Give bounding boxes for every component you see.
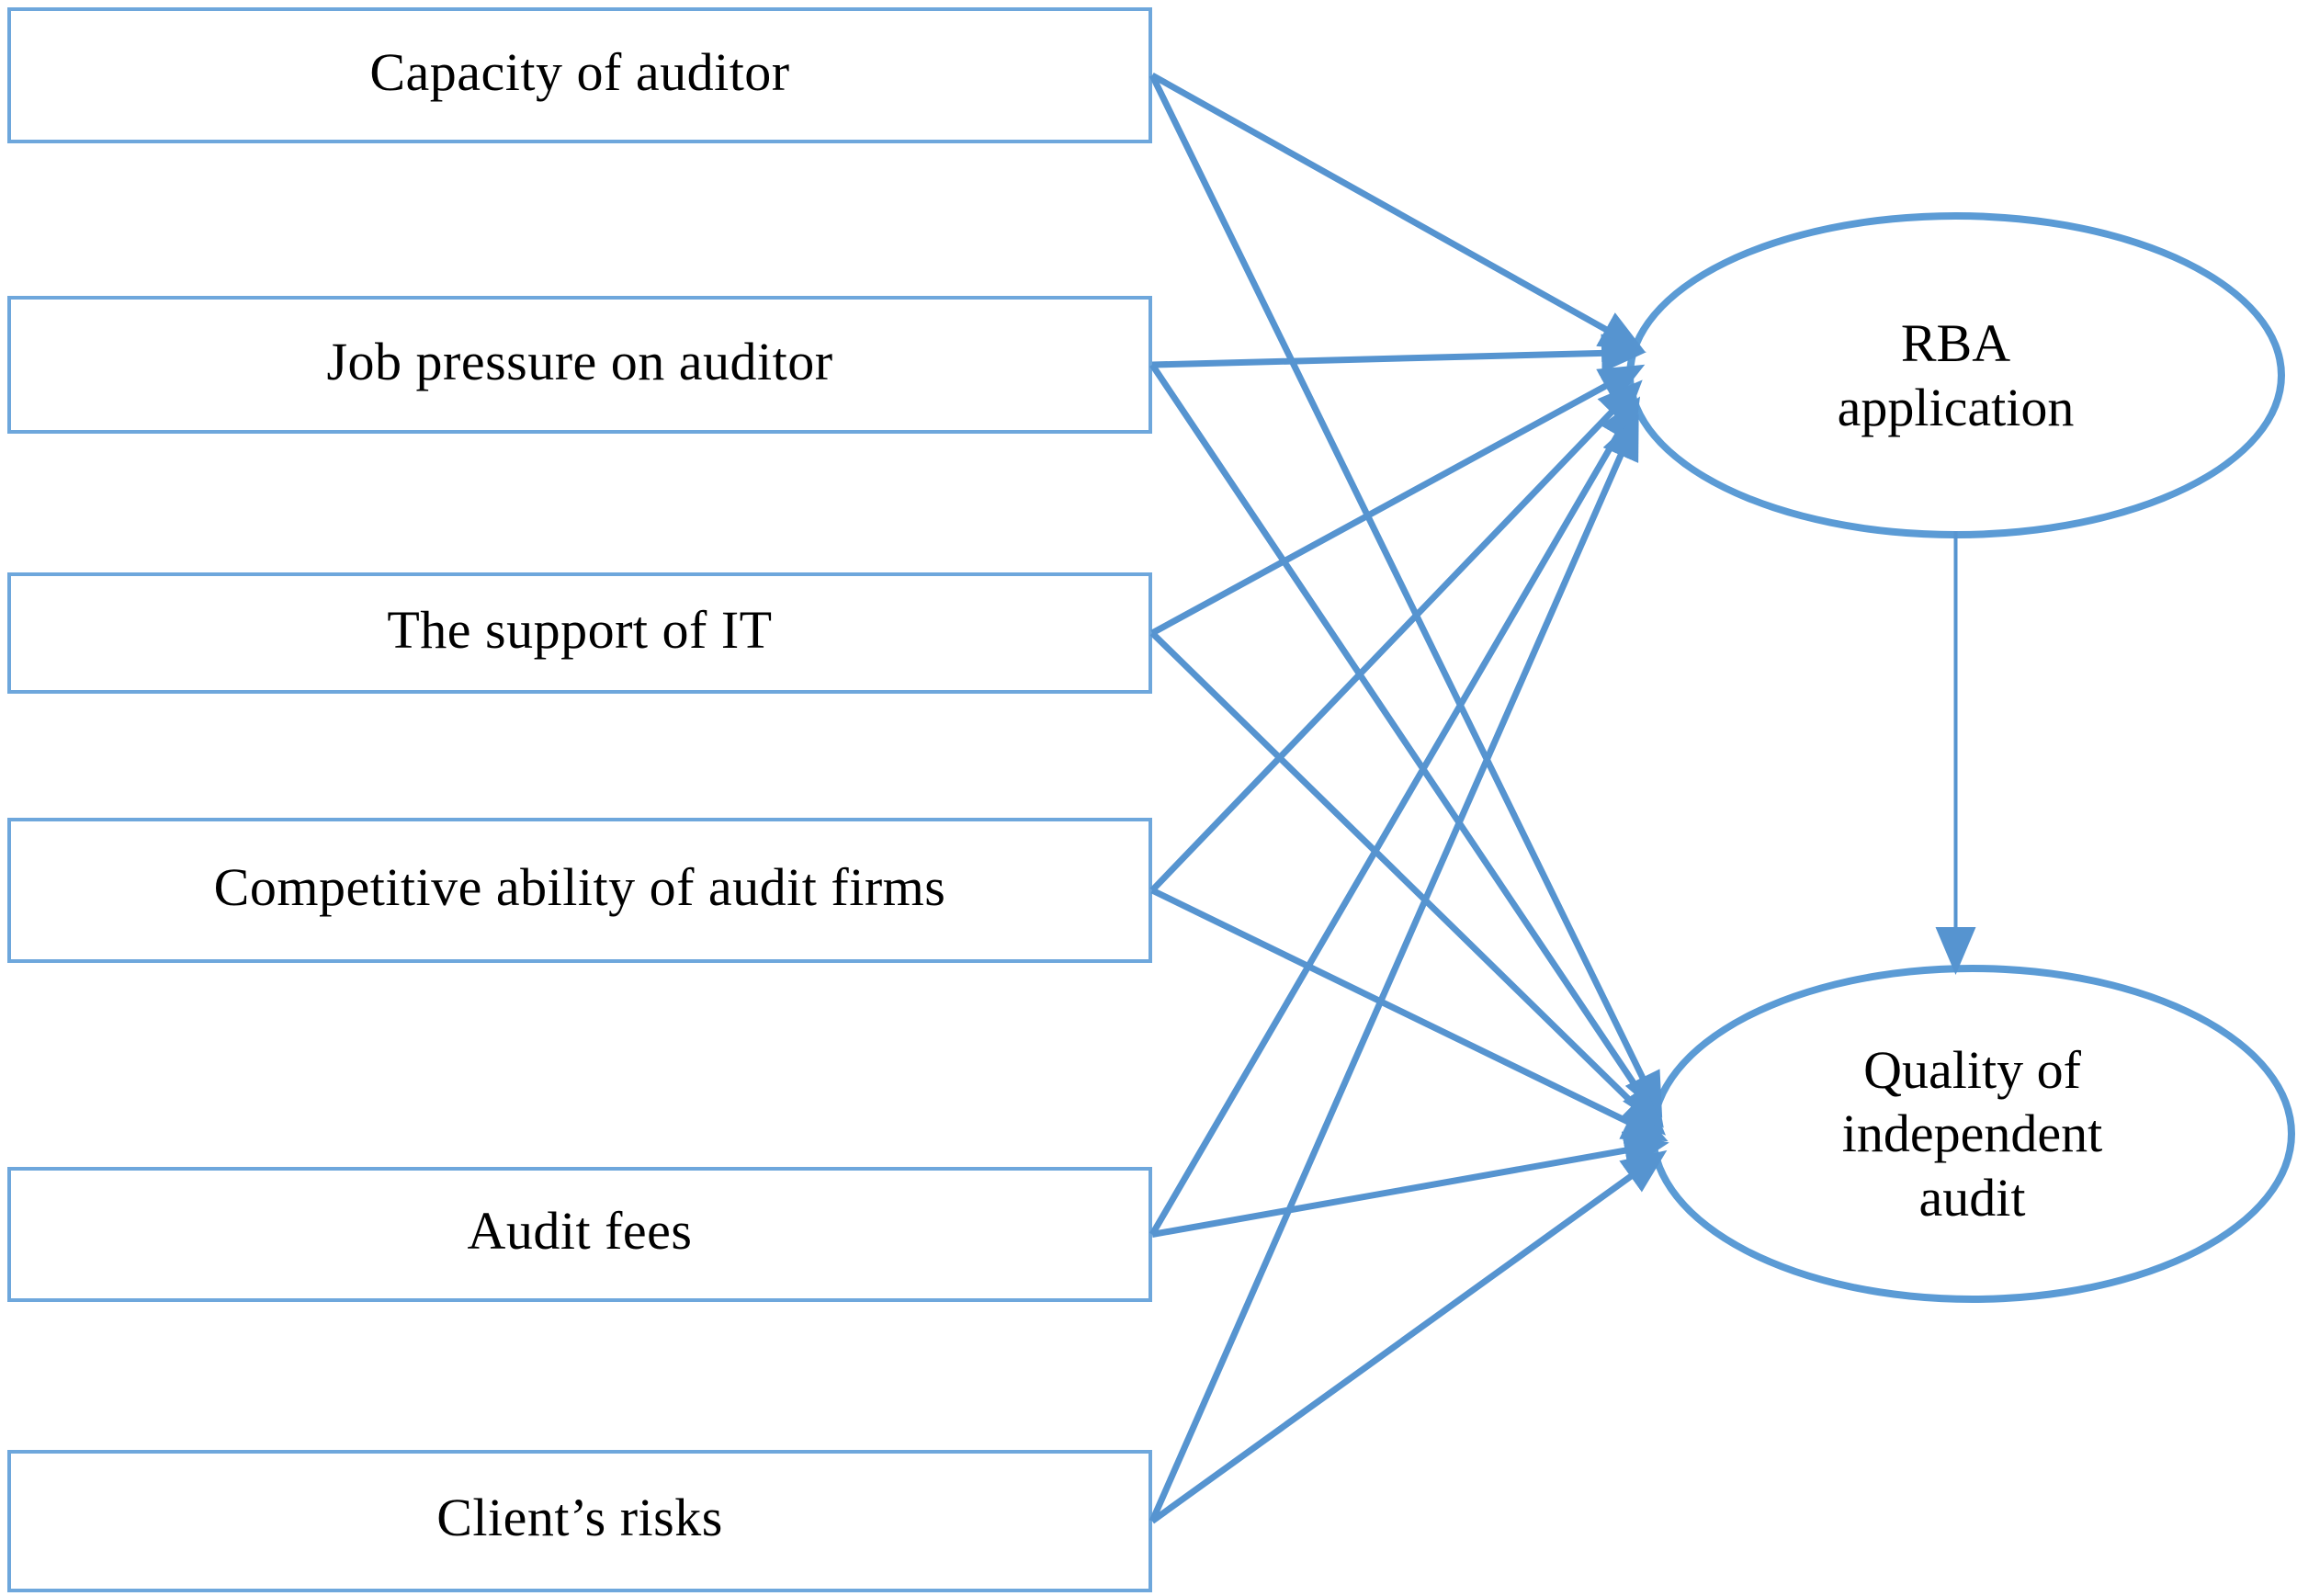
factor-label: Client’s risks — [436, 1488, 723, 1547]
edge-the-support-of-it-to-quality-of-independent-audit — [1149, 630, 1667, 1136]
edge-clients-risks-to-rba-application — [1148, 413, 1639, 1522]
edge-audit-fees-to-rba-application — [1148, 396, 1641, 1237]
edge-job-pressure-on-auditor-to-quality-of-independent-audit — [1149, 363, 1664, 1128]
construct-ellipse-quality-of-independent-audit: Quality of independent audit — [1649, 965, 2295, 1303]
construct-ellipse-rba-application: RBA application — [1626, 212, 2285, 538]
factor-label: Capacity of auditor — [369, 41, 790, 102]
edge-job-pressure-on-auditor-to-rba-application — [1151, 334, 1646, 373]
construct-label: RBA application — [1837, 312, 2075, 437]
factor-label: Job pressure on auditor — [326, 331, 833, 391]
factor-box-audit-fees: Audit fees — [7, 1167, 1152, 1302]
factor-box-competitive-ability-of-audit-firms: Competitive ability of audit firms — [7, 818, 1152, 963]
edge-capacity-of-auditor-to-rba-application — [1150, 72, 1646, 352]
factor-label: The support of IT — [387, 599, 773, 660]
edge-clients-risks-to-quality-of-independent-audit — [1149, 1149, 1668, 1524]
edge-competitive-ability-of-audit-firms-to-quality-of-independent-audit — [1150, 887, 1669, 1142]
edge-audit-fees-to-quality-of-independent-audit — [1151, 1131, 1669, 1238]
edge-competitive-ability-of-audit-firms-to-rba-application — [1149, 379, 1643, 893]
factor-box-the-support-of-it: The support of IT — [7, 572, 1152, 694]
edge-capacity-of-auditor-to-quality-of-independent-audit — [1148, 74, 1663, 1118]
factor-label: Competitive ability of audit firms — [213, 856, 946, 917]
construct-label: Quality of independent audit — [1841, 1039, 2103, 1228]
factor-box-clients-risks: Client’s risks — [7, 1450, 1152, 1592]
factor-label: Audit fees — [467, 1201, 693, 1261]
factor-box-capacity-of-auditor: Capacity of auditor — [7, 7, 1152, 143]
edge-the-support-of-it-to-rba-application — [1150, 364, 1646, 637]
factor-box-job-pressure-on-auditor: Job pressure on auditor — [7, 296, 1152, 434]
